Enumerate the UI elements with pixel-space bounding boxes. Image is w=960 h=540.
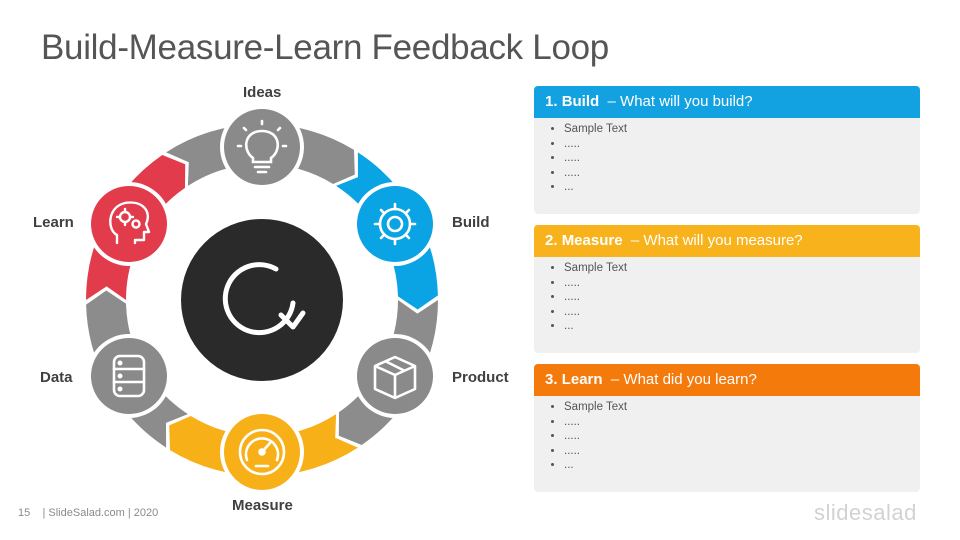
list-item: ... bbox=[564, 180, 920, 195]
node-build bbox=[353, 182, 437, 266]
card-learn: 3. Learn – What did you learn? Sample Te… bbox=[534, 364, 920, 492]
list-item: ..... bbox=[564, 444, 920, 459]
slide-footer: 15 | SlideSalad.com | 2020 bbox=[18, 507, 158, 519]
list-item: ..... bbox=[564, 276, 920, 291]
card-measure-name: Measure bbox=[561, 232, 623, 249]
database-icon bbox=[112, 354, 146, 398]
card-learn-bullets: Sample Text ..... ..... ..... ... bbox=[534, 396, 920, 473]
footer-text: | SlideSalad.com | 2020 bbox=[42, 507, 159, 519]
node-label-product: Product bbox=[452, 369, 509, 386]
list-item: ..... bbox=[564, 415, 920, 430]
node-label-measure: Measure bbox=[232, 497, 293, 514]
card-measure-header: 2. Measure – What will you measure? bbox=[534, 225, 920, 257]
card-learn-header: 3. Learn – What did you learn? bbox=[534, 364, 920, 396]
node-label-learn: Learn bbox=[33, 214, 74, 231]
card-measure-number: 2. bbox=[545, 232, 558, 249]
card-build-name: Build bbox=[561, 93, 600, 110]
card-measure-bullets: Sample Text ..... ..... ..... ... bbox=[534, 257, 920, 334]
list-item: Sample Text bbox=[564, 122, 920, 137]
list-item: ..... bbox=[564, 151, 920, 166]
list-item: ..... bbox=[564, 137, 920, 152]
card-measure: 2. Measure – What will you measure? Samp… bbox=[534, 225, 920, 353]
node-learn bbox=[87, 182, 171, 266]
node-ideas bbox=[220, 105, 304, 189]
node-label-ideas: Ideas bbox=[243, 84, 282, 101]
card-build: 1. Build – What will you build? Sample T… bbox=[534, 86, 920, 214]
card-build-number: 1. bbox=[545, 93, 558, 110]
feedback-loop-diagram bbox=[85, 105, 438, 494]
gear-icon bbox=[373, 202, 417, 246]
slide-title: Build-Measure-Learn Feedback Loop bbox=[41, 28, 609, 67]
card-build-question: What will you build? bbox=[620, 93, 753, 110]
node-product bbox=[353, 334, 437, 418]
node-label-build: Build bbox=[452, 214, 490, 231]
card-learn-name: Learn bbox=[561, 371, 603, 388]
list-item: Sample Text bbox=[564, 400, 920, 415]
node-measure bbox=[220, 410, 304, 494]
list-item: ..... bbox=[564, 290, 920, 305]
lightbulb-icon bbox=[236, 119, 288, 174]
brand-logo: slidesalad bbox=[814, 500, 917, 525]
gauge-icon bbox=[238, 428, 286, 476]
list-item: ..... bbox=[564, 429, 920, 444]
card-learn-number: 3. bbox=[545, 371, 558, 388]
refresh-loop-icon bbox=[222, 262, 306, 336]
card-build-header: 1. Build – What will you build? bbox=[534, 86, 920, 118]
card-build-bullets: Sample Text ..... ..... ..... ... bbox=[534, 118, 920, 195]
list-item: ..... bbox=[564, 166, 920, 181]
node-data bbox=[87, 334, 171, 418]
box-icon bbox=[373, 355, 417, 400]
page-number: 15 bbox=[18, 507, 31, 519]
node-label-data: Data bbox=[40, 369, 73, 386]
card-measure-question: What will you measure? bbox=[643, 232, 803, 249]
list-item: Sample Text bbox=[564, 261, 920, 276]
list-item: ..... bbox=[564, 305, 920, 320]
list-item: ... bbox=[564, 458, 920, 473]
card-learn-question: What did you learn? bbox=[623, 371, 757, 388]
list-item: ... bbox=[564, 319, 920, 334]
center-loop-badge bbox=[181, 219, 343, 381]
brain-gear-icon bbox=[109, 201, 151, 245]
